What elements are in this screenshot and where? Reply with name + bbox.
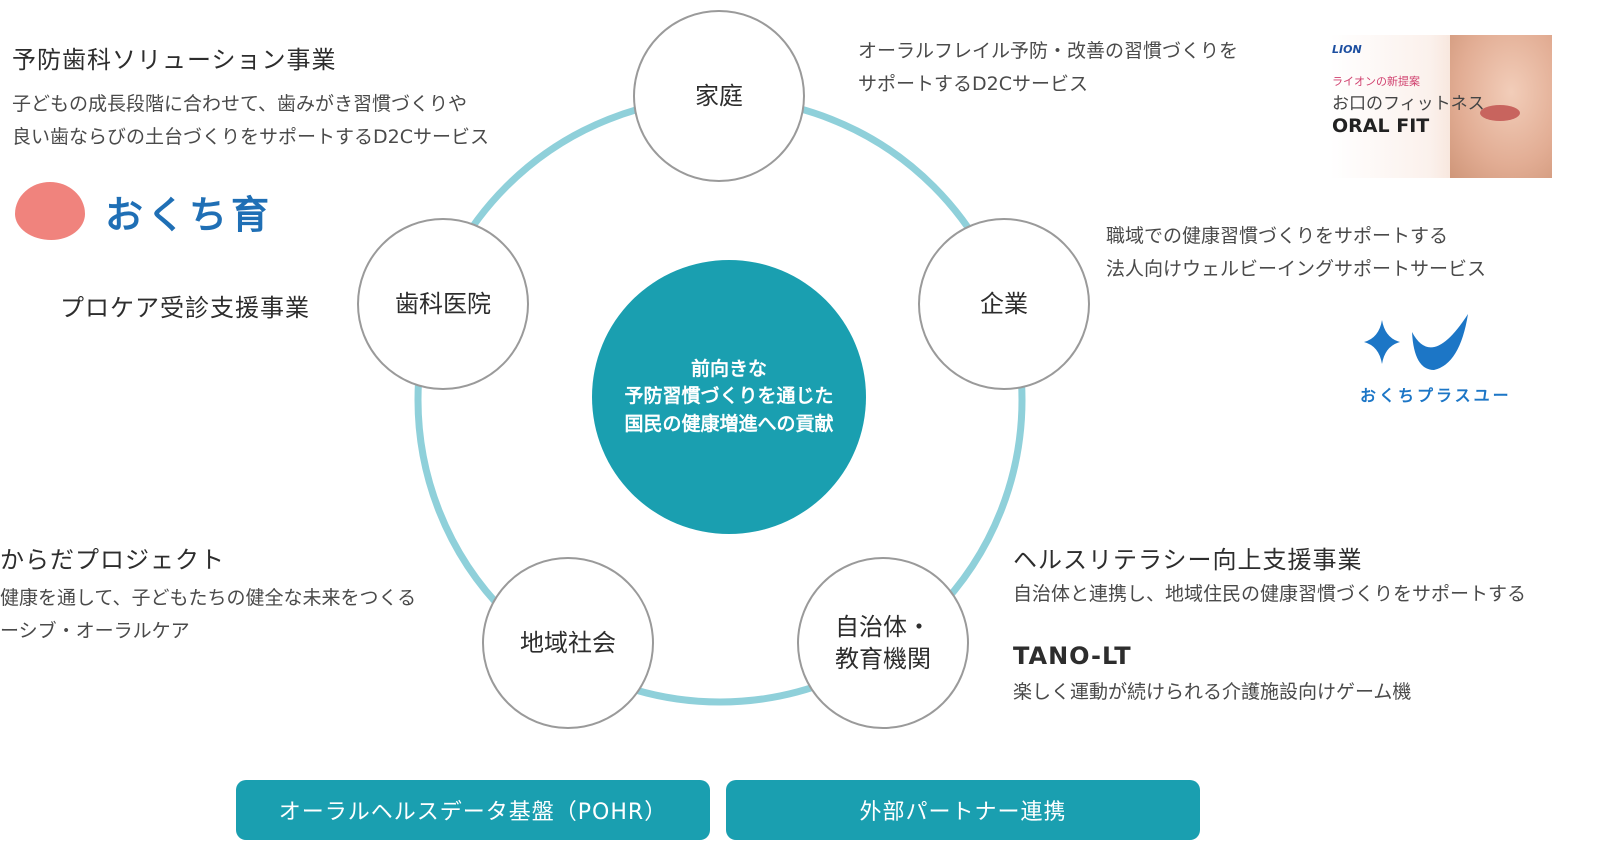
health-literacy-desc: 自治体と連携し、地域住民の健康習慣づくりをサポートする xyxy=(1013,583,1527,605)
preventive-dental-desc-line-2: 良い歯ならびの土台づくりをサポートするD2Cサービス xyxy=(12,126,489,149)
node-municipality-line-1: 自治体・ xyxy=(835,612,931,641)
node-company: 企業 xyxy=(918,218,1090,390)
okuchiiku-logo-text: おくち育 xyxy=(105,192,274,237)
node-community-label: 地域社会 xyxy=(520,628,616,657)
tano-lt-title: TANO-LT xyxy=(1013,642,1132,670)
sparkle-smile-icon xyxy=(1364,314,1468,370)
node-dental-clinic: 歯科医院 xyxy=(357,218,529,390)
tano-lt-desc: 楽しく運動が続けられる介護施設向けゲーム機 xyxy=(1013,681,1412,703)
central-goal-line-1: 前向きな xyxy=(690,357,767,380)
karada-project-desc-line-1: 健康を通して、子どもたちの健全な未来をつくる xyxy=(0,587,417,609)
okuchiiku-logo: おくち育 xyxy=(15,182,273,240)
node-community: 地域社会 xyxy=(482,557,654,729)
central-goal-line-3: 国民の健康増進への貢献 xyxy=(624,412,834,435)
node-municipality: 自治体・ 教育機関 xyxy=(797,557,969,729)
karada-project-desc: 健康を通して、子どもたちの健全な未来をつくる ーシブ・オーラルケア xyxy=(0,582,416,649)
node-home-label: 家庭 xyxy=(695,81,743,110)
central-goal: 前向きな 予防習慣づくりを通じた 国民の健康増進への貢献 xyxy=(592,260,866,534)
lion-logo: LION xyxy=(1332,43,1362,56)
oralfit-desc-line-1: オーラルフレイル予防・改善の習慣づくりを xyxy=(858,40,1239,62)
node-home: 家庭 xyxy=(633,10,805,182)
oralfit-image: LION ライオンの新提案 お口のフィットネス ORAL FIT xyxy=(1330,35,1552,178)
central-goal-line-2: 予防習慣づくりを通じた xyxy=(624,385,834,408)
oralfit-desc-line-2: サポートするD2Cサービス xyxy=(858,73,1088,96)
lips-shape xyxy=(1480,105,1520,121)
oralfit-desc: オーラルフレイル予防・改善の習慣づくりを サポートするD2Cサービス xyxy=(858,35,1238,102)
external-partner-button[interactable]: 外部パートナー連携 xyxy=(726,780,1200,840)
karada-project-desc-line-2: ーシブ・オーラルケア xyxy=(0,620,190,643)
node-company-label: 企業 xyxy=(980,289,1028,318)
health-literacy-title: ヘルスリテラシー向上支援事業 xyxy=(1013,546,1363,574)
oralfit-brand: ORAL FIT xyxy=(1332,115,1430,137)
preventive-dental-desc-line-1: 子どもの成長段階に合わせて、歯みがき習慣づくりや xyxy=(12,93,468,115)
oralfit-tagline: お口のフィットネス xyxy=(1332,94,1485,114)
okuchi-plus-you-logo-text: おくちプラスユー xyxy=(1360,386,1512,405)
okuchi-plus-you-desc-line-1: 職域での健康習慣づくりをサポートする xyxy=(1106,225,1449,247)
pohr-button[interactable]: オーラルヘルスデータ基盤（POHR） xyxy=(236,780,710,840)
preventive-dental-desc: 子どもの成長段階に合わせて、歯みがき習慣づくりや 良い歯ならびの土台づくりをサポ… xyxy=(12,88,489,155)
okuchi-plus-you-desc: 職域での健康習慣づくりをサポートする 法人向けウェルビーイングサポートサービス xyxy=(1106,220,1486,287)
okuchi-plus-you-desc-line-2: 法人向けウェルビーイングサポートサービス xyxy=(1106,258,1487,281)
procare-title: プロケア受診支援事業 xyxy=(60,294,310,322)
karada-project-title: からだプロジェクト xyxy=(0,546,225,574)
oralfit-subheading: ライオンの新提案 xyxy=(1332,75,1420,88)
preventive-dental-title: 予防歯科ソリューション事業 xyxy=(12,46,337,74)
okuchiiku-blob-icon xyxy=(15,182,85,240)
node-dental-clinic-label: 歯科医院 xyxy=(395,289,491,318)
node-municipality-line-2: 教育機関 xyxy=(835,645,931,673)
